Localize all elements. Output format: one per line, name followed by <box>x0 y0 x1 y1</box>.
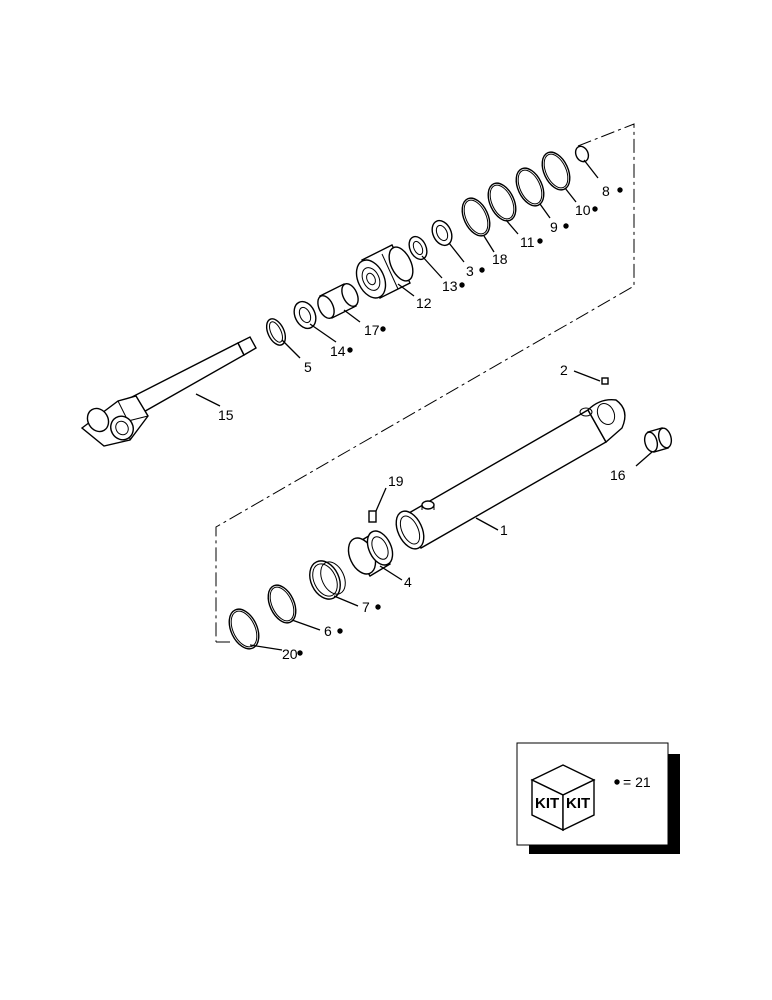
callout-labels: 1 2 3 4 5 6 7 8 9 10 11 12 13 14 15 16 1… <box>218 183 626 662</box>
callout-label-17: 17 <box>364 322 380 338</box>
kit-dot-7 <box>375 604 381 610</box>
seal-3 <box>431 219 453 247</box>
kit-dot-17 <box>380 326 386 332</box>
callout-label-15: 15 <box>218 407 234 423</box>
piston-12 <box>355 244 414 299</box>
bushing-17 <box>317 283 359 319</box>
callout-label-2: 2 <box>560 362 568 378</box>
callout-label-5: 5 <box>304 359 312 375</box>
head-gland-4 <box>347 530 394 577</box>
callout-label-4: 4 <box>404 574 412 590</box>
callout-label-3: 3 <box>466 263 474 279</box>
kit-legend-text: = 21 <box>623 774 651 790</box>
kit-legend: KIT KIT = 21 <box>516 742 680 854</box>
callout-label-10: 10 <box>575 202 591 218</box>
washer-14 <box>293 300 317 330</box>
kit-legend-dot <box>614 779 620 785</box>
assembly-guide-lines <box>215 123 635 643</box>
callout-label-19: 19 <box>388 473 404 489</box>
piston-rod <box>80 336 257 447</box>
kit-dot-10 <box>592 206 598 212</box>
callout-label-11: 11 <box>520 234 535 250</box>
ring-20 <box>228 608 260 650</box>
kit-dot-8 <box>617 187 623 193</box>
callout-label-18: 18 <box>492 251 508 267</box>
callout-label-14: 14 <box>330 343 346 359</box>
fitting-19 <box>368 510 377 523</box>
callout-label-13: 13 <box>442 278 458 294</box>
kit-dot-9 <box>563 223 569 229</box>
cylinder-barrel <box>395 399 626 550</box>
callout-label-8: 8 <box>602 183 610 199</box>
bushing-16 <box>643 427 673 453</box>
kit-dot-11 <box>537 238 543 244</box>
kit-dot-14 <box>347 347 353 353</box>
callout-label-12: 12 <box>416 295 432 311</box>
ring-9 <box>515 167 545 207</box>
callout-label-7: 7 <box>362 599 370 615</box>
kit-face-left-label: KIT <box>535 795 559 812</box>
kit-face-right-label: KIT <box>566 795 590 812</box>
callout-label-6: 6 <box>324 623 332 639</box>
grease-fitting-2 <box>601 377 609 385</box>
kit-dot-3 <box>479 267 485 273</box>
kit-cube-icon: KIT KIT <box>530 764 596 832</box>
ring-18 <box>461 197 491 237</box>
leader-lines <box>195 159 653 651</box>
callout-label-9: 9 <box>550 219 558 235</box>
ring-11 <box>487 182 517 222</box>
callout-label-1: 1 <box>500 522 508 538</box>
callout-label-20: 20 <box>282 646 298 662</box>
snap-ring-5 <box>265 318 287 346</box>
ring-6 <box>267 584 297 624</box>
kit-dot-6 <box>337 628 343 634</box>
ring-10 <box>541 151 571 191</box>
ring-7 <box>309 560 346 600</box>
callout-label-16: 16 <box>610 467 626 483</box>
kit-dot-20 <box>297 650 303 656</box>
wear-ring-13 <box>408 235 428 261</box>
kit-dot-13 <box>459 282 465 288</box>
o-ring-8 <box>574 145 590 163</box>
